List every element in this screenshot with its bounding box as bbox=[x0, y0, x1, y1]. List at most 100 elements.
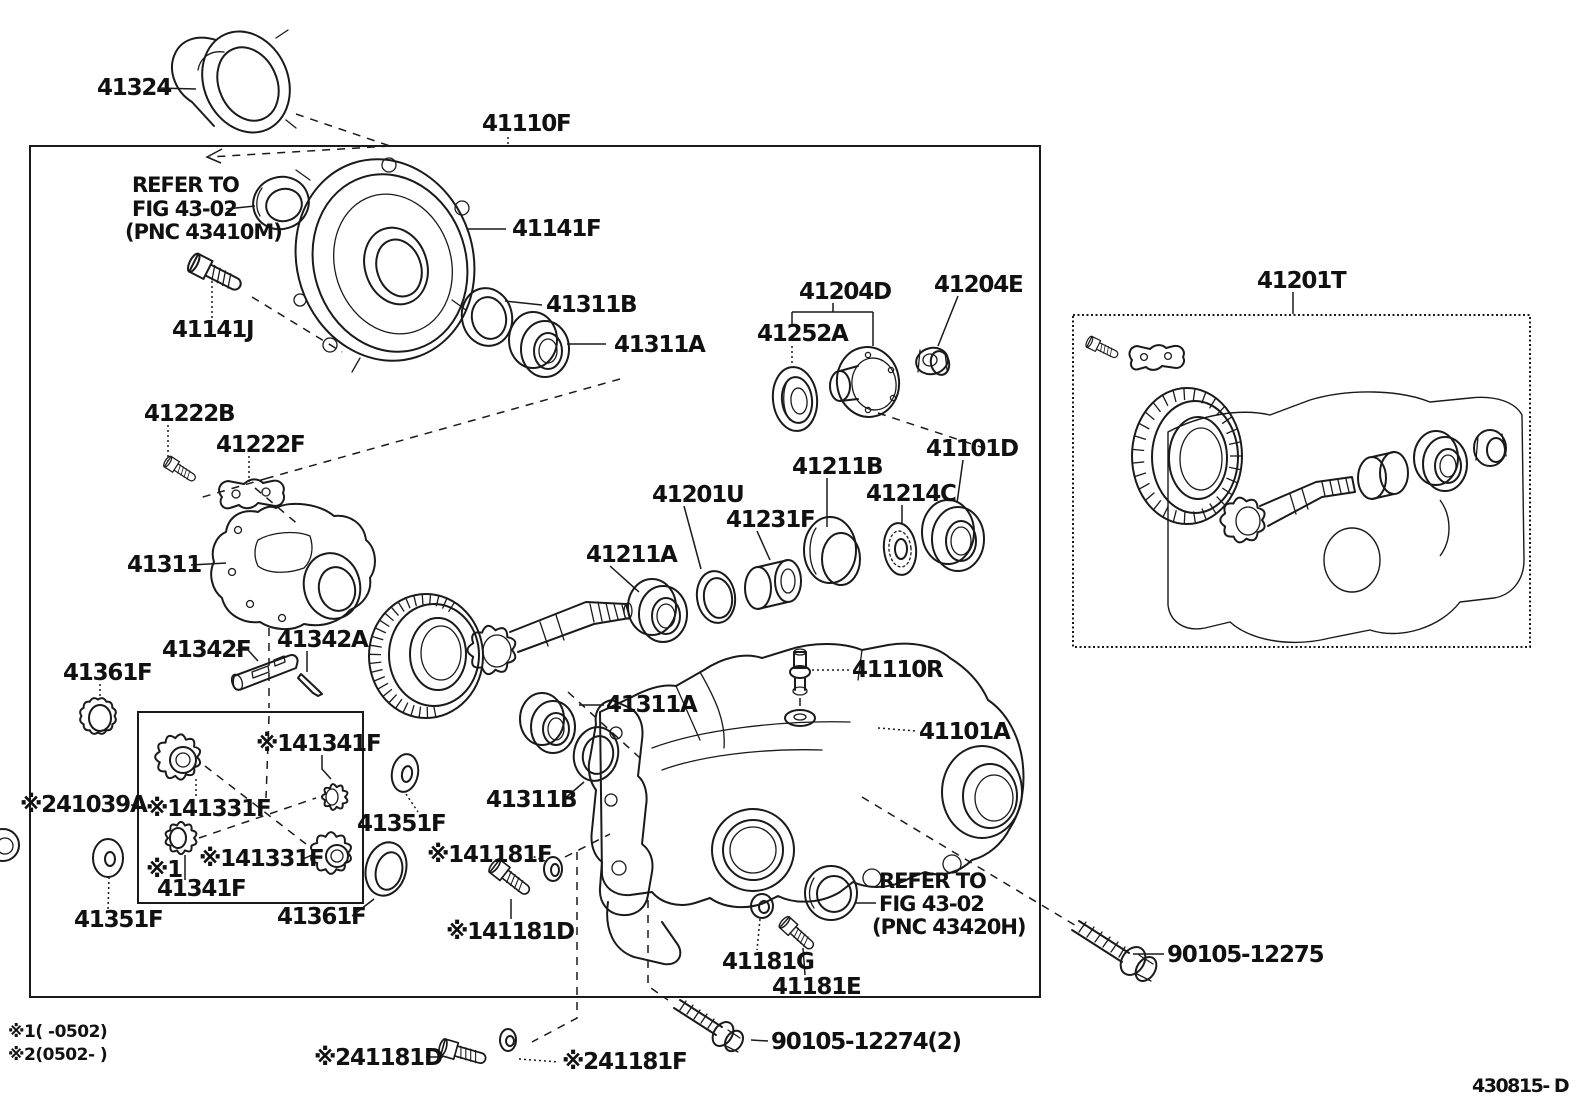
callout-41204D[interactable]: 41204D bbox=[799, 279, 892, 305]
part-kit-nut bbox=[1473, 429, 1507, 467]
callout-41181D-1[interactable]: ※141181D bbox=[446, 919, 575, 945]
part-washer-41361F-right bbox=[364, 841, 408, 897]
part-bolt-90105-12275 bbox=[1071, 920, 1158, 982]
callout-41351F-mid[interactable]: 41351F bbox=[357, 811, 447, 837]
callout-41311B-mid[interactable]: 41311B bbox=[486, 787, 578, 813]
part-lockplate-41222F bbox=[218, 478, 285, 510]
part-kit-bearing bbox=[1413, 430, 1468, 492]
part-pinion-gear-right-top bbox=[320, 783, 349, 811]
callout-41181F-1[interactable]: ※141181F bbox=[427, 842, 553, 868]
final-gear-kit-box bbox=[1072, 314, 1531, 648]
callout-41324[interactable]: 41324 bbox=[97, 75, 172, 101]
callout-41311B-top[interactable]: 41311B bbox=[546, 292, 638, 318]
part-pinion-gear-right-bottom bbox=[310, 831, 352, 875]
part-seal-41252A bbox=[771, 366, 819, 432]
callout-41361F-right[interactable]: 41361F bbox=[277, 904, 367, 930]
callout-41101A[interactable]: 41101A bbox=[919, 719, 1012, 745]
part-kit-pinion bbox=[1219, 476, 1356, 544]
callout-41181G[interactable]: 41181G bbox=[722, 949, 815, 975]
callout-41201T[interactable]: 41201T bbox=[1257, 268, 1348, 294]
part-kit-bolt bbox=[1083, 334, 1121, 362]
part-grommet-41351F-left bbox=[92, 838, 124, 878]
callout-41110F[interactable]: 41110F bbox=[482, 111, 572, 137]
part-bearing-41101D bbox=[921, 499, 985, 572]
part-washer-edge bbox=[0, 828, 20, 862]
ref-top-line1: REFER TO bbox=[132, 173, 239, 197]
callout-41252A[interactable]: 41252A bbox=[757, 321, 850, 347]
callout-41351F-left[interactable]: 41351F bbox=[74, 907, 164, 933]
ref-top-line2: FIG 43-02 bbox=[132, 197, 237, 221]
part-washer-41181F-2 bbox=[499, 1028, 517, 1052]
part-ring-41311B-top bbox=[460, 287, 514, 347]
part-grommet-41351F-mid bbox=[390, 753, 420, 793]
callout-90105-12275[interactable]: 90105-12275 bbox=[1167, 942, 1325, 968]
callout-41181D-2[interactable]: ※241181D bbox=[314, 1045, 443, 1071]
ref-bottom-line1: REFER TO bbox=[879, 869, 986, 893]
part-washer-41361F-left bbox=[79, 697, 117, 735]
footnote-2: ※2(0502- ) bbox=[8, 1045, 107, 1065]
spider-kit-box bbox=[137, 711, 364, 904]
callout-41311[interactable]: 41311 bbox=[127, 552, 202, 578]
callout-41231F[interactable]: 41231F bbox=[726, 507, 816, 533]
part-drive-pinion bbox=[466, 601, 633, 676]
part-bolt-41141J bbox=[184, 251, 246, 297]
callout-41214C[interactable]: 41214C bbox=[866, 481, 957, 507]
part-bolt-90105-12274 bbox=[673, 999, 744, 1053]
callout-41361F-left[interactable]: 41361F bbox=[63, 660, 153, 686]
part-kit-spacer bbox=[1357, 451, 1409, 500]
leader-lines bbox=[99, 87, 1294, 1063]
part-housing-41101A bbox=[587, 642, 1025, 966]
part-bearing-race-41211B bbox=[803, 516, 861, 586]
part-seal-43410M bbox=[252, 175, 310, 231]
part-kit-lockplate bbox=[1128, 344, 1186, 371]
main-assembly-box bbox=[29, 145, 1041, 998]
callout-41181E[interactable]: 41181E bbox=[772, 974, 862, 1000]
callout-41311A-mid[interactable]: 41311A bbox=[606, 692, 699, 718]
callout-41211A[interactable]: 41211A bbox=[586, 542, 679, 568]
part-ring-41201U bbox=[695, 570, 737, 624]
part-washer-41181F-1 bbox=[543, 856, 563, 882]
callout-41201U[interactable]: 41201U bbox=[652, 482, 745, 508]
callout-41181F-2[interactable]: ※241181F bbox=[562, 1049, 688, 1075]
callout-41331F-top[interactable]: ※141331F bbox=[146, 796, 272, 822]
callout-41331F-bottom[interactable]: ※141331F bbox=[199, 846, 325, 872]
part-nut-41204E bbox=[915, 346, 951, 376]
callout-41110R[interactable]: 41110R bbox=[852, 657, 945, 683]
callout-41342A[interactable]: 41342A bbox=[277, 627, 370, 653]
callout-41342F[interactable]: 41342F bbox=[162, 637, 252, 663]
part-diffcase-41311 bbox=[210, 502, 376, 630]
part-bearing-41311A-top bbox=[508, 311, 570, 378]
callout-41341F-left[interactable]: 41341F bbox=[157, 876, 247, 902]
callout-41141F[interactable]: 41141F bbox=[512, 216, 602, 242]
callout-41341F-left-mark[interactable]: ※1 bbox=[146, 857, 183, 883]
callout-90105-12274[interactable]: 90105-12274(2) bbox=[771, 1029, 962, 1055]
callout-41204E[interactable]: 41204E bbox=[934, 272, 1024, 298]
part-cover-41141F bbox=[293, 157, 476, 373]
callout-41101D[interactable]: 41101D bbox=[926, 436, 1019, 462]
callout-41141J[interactable]: 41141J bbox=[172, 317, 255, 343]
ref-bottom-line3: (PNC 43420H) bbox=[872, 915, 1026, 939]
callout-41341F-right[interactable]: ※141341F bbox=[256, 731, 382, 757]
part-kit-housing-ghost bbox=[1167, 391, 1525, 644]
part-side-gear-top bbox=[154, 733, 202, 781]
part-kit-ring-gear bbox=[1131, 387, 1243, 525]
part-bearing-41311A-mid bbox=[519, 692, 576, 754]
callout-41222F[interactable]: 41222F bbox=[216, 432, 306, 458]
part-flange-41204D bbox=[829, 346, 901, 418]
figure-id: 430815- D bbox=[1472, 1075, 1569, 1097]
callout-41039A[interactable]: ※241039A bbox=[20, 792, 149, 818]
part-bolt-41181E bbox=[776, 914, 818, 954]
part-spacer-41231F bbox=[744, 559, 802, 610]
part-washer-41214C bbox=[882, 522, 918, 576]
part-oring-41181G bbox=[750, 893, 774, 919]
callout-41311A-top[interactable]: 41311A bbox=[614, 332, 707, 358]
callout-41222B[interactable]: 41222B bbox=[144, 401, 236, 427]
part-collar-41324 bbox=[171, 29, 297, 134]
footnote-1: ※1( -0502) bbox=[8, 1022, 107, 1042]
callout-41211B[interactable]: 41211B bbox=[792, 454, 884, 480]
ref-bottom-line2: FIG 43-02 bbox=[879, 892, 984, 916]
part-pinion-shaft-41342F bbox=[230, 654, 299, 691]
part-breather-41110R bbox=[789, 648, 811, 696]
